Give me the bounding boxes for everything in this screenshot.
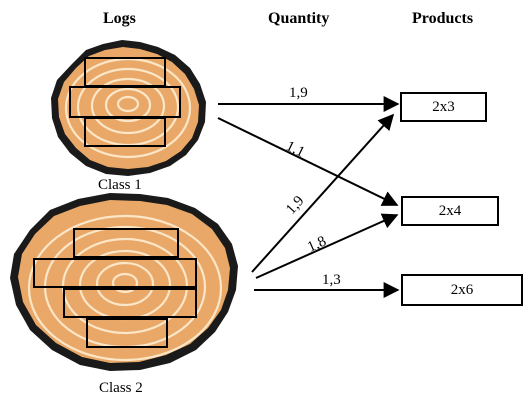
quantity-header: Quantity bbox=[268, 10, 330, 27]
product-2x4-box: 2x4 bbox=[401, 196, 499, 226]
product-2x6-label: 2x6 bbox=[450, 281, 474, 298]
qty-class1-2x4: 1,1 bbox=[283, 138, 307, 161]
flow-arrows bbox=[217, 96, 400, 298]
qty-class1-2x3: 1,9 bbox=[289, 85, 308, 101]
log-class-1-label: Class 1 bbox=[98, 177, 142, 193]
log-class-2-label: Class 2 bbox=[99, 380, 143, 396]
arrow-class2-2x3 bbox=[251, 113, 395, 273]
log-class-1 bbox=[51, 40, 206, 176]
arrow-class2-2x4 bbox=[255, 213, 399, 279]
products-header: Products bbox=[412, 10, 474, 27]
qty-class2-2x4: 1,8 bbox=[305, 233, 329, 255]
product-2x6-box: 2x6 bbox=[401, 274, 523, 306]
product-2x4-label: 2x4 bbox=[438, 202, 462, 219]
log-class-1-cuts bbox=[69, 57, 181, 147]
arrow-class1-2x4 bbox=[217, 117, 399, 206]
log-class-1-wood bbox=[58, 47, 199, 169]
log-class-2-cuts bbox=[33, 228, 197, 348]
logs-header: Logs bbox=[103, 10, 136, 27]
log-class-2 bbox=[10, 193, 238, 371]
product-2x3-label: 2x3 bbox=[432, 98, 455, 115]
qty-class2-2x6: 1,3 bbox=[322, 272, 341, 288]
product-2x3-box: 2x3 bbox=[400, 92, 487, 122]
